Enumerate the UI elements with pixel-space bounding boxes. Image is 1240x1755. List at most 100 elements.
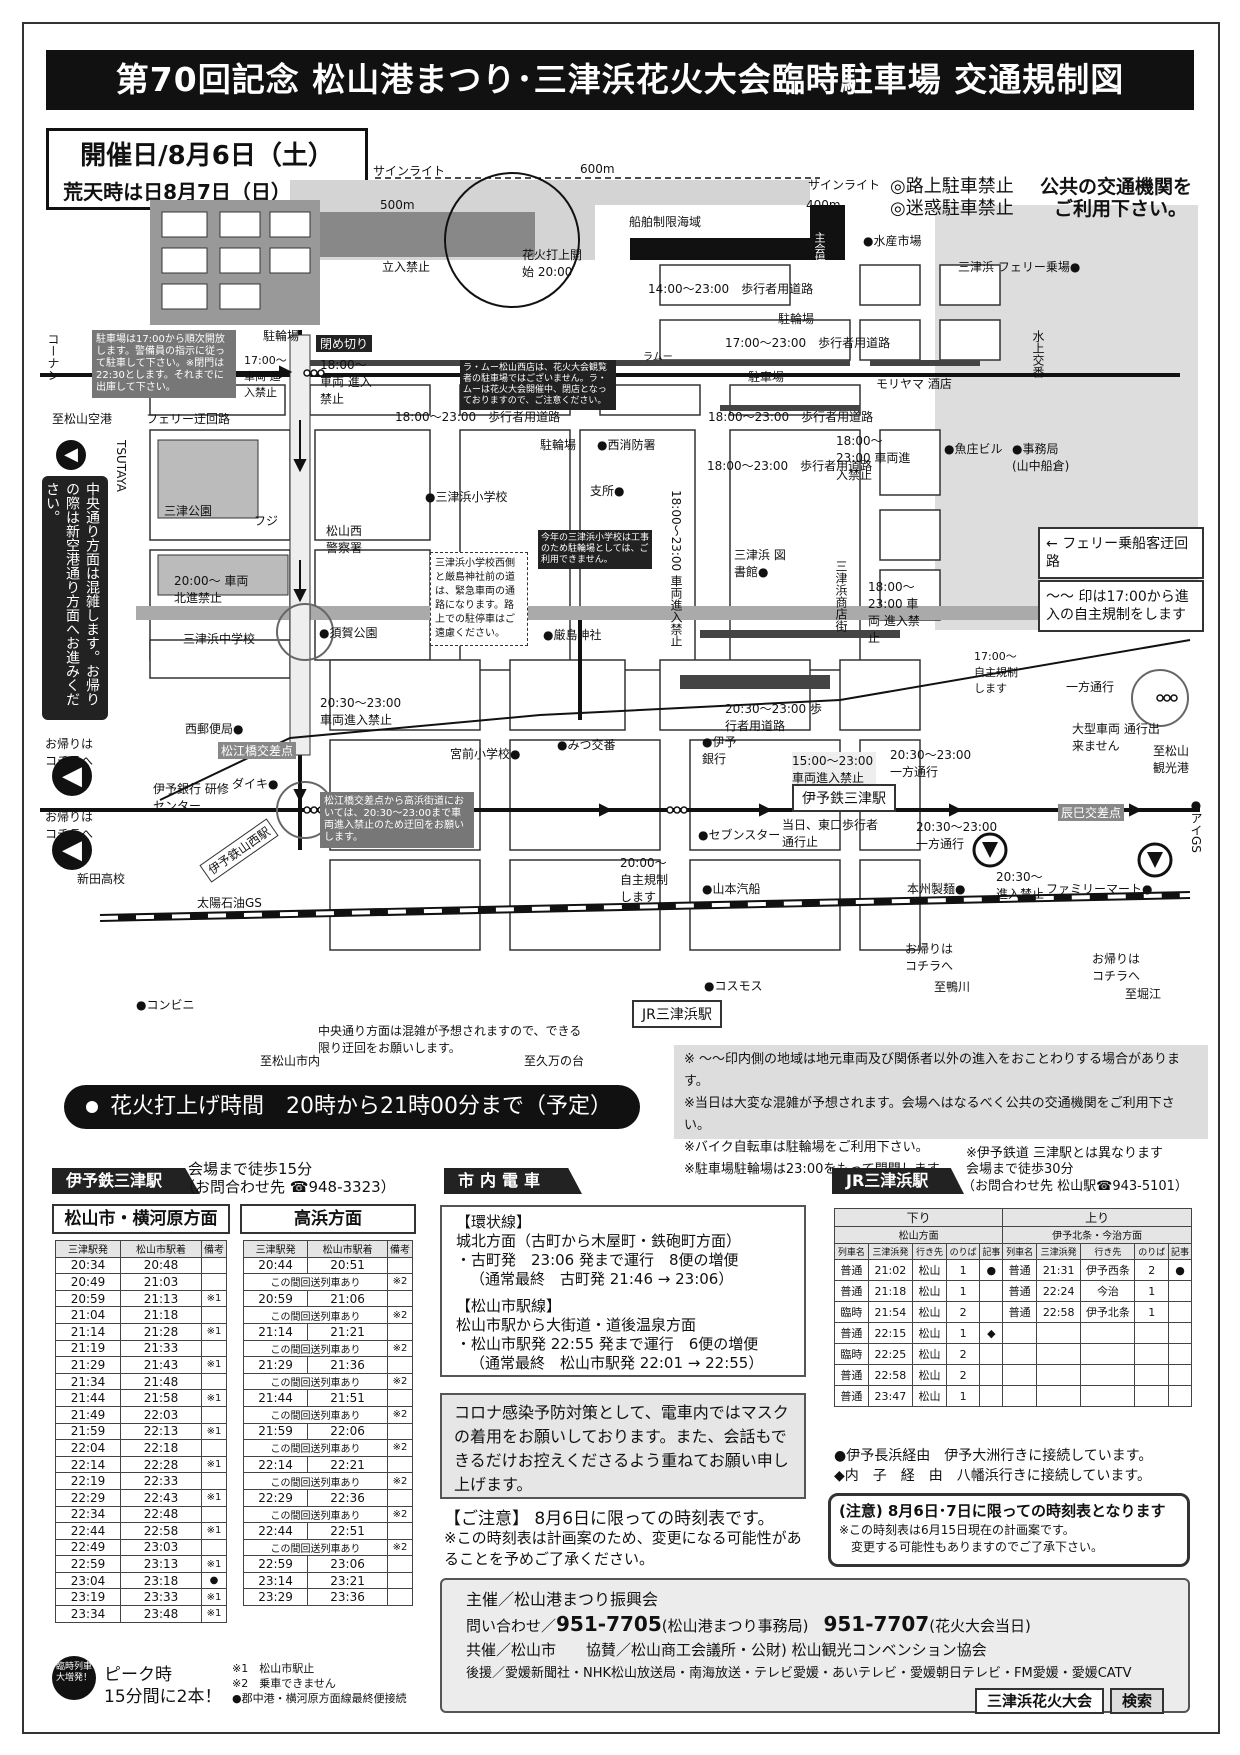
jr-note-1: ※伊予鉄道 三津駅とは異なります	[966, 1146, 1164, 1161]
table-cell	[201, 1339, 227, 1358]
jr-up: 上り	[1002, 1208, 1192, 1227]
sainlight-left: サインライト	[373, 164, 446, 178]
sainlight-right: サインライト	[808, 178, 881, 192]
table-cell	[1168, 1343, 1192, 1366]
col-header: 記事	[1168, 1242, 1192, 1261]
t2030c-label: 20:30〜23:00 一方通行	[890, 748, 972, 779]
table-cell: 22:44	[242, 1522, 309, 1540]
oneway-label: 一方通行	[1066, 680, 1115, 694]
t1800d-label: 18:00〜23:00 車両進入禁止	[669, 490, 683, 647]
col-header: 松山市駅着	[120, 1240, 202, 1258]
table-cell: 21:48	[120, 1372, 202, 1391]
iyotetsu-header: 伊予鉄三津駅	[52, 1168, 200, 1194]
peak-text-1: ピーク時	[104, 1665, 172, 1685]
table-cell: 1	[945, 1385, 981, 1408]
table-cell: ※2	[387, 1472, 413, 1490]
table-cell	[1168, 1322, 1192, 1345]
t2030d-label: 20:30〜23:00 一方通行	[916, 820, 998, 851]
family-mart: ファミリーマート●	[1046, 882, 1153, 896]
konan-label: コーナン	[46, 333, 60, 381]
search-button[interactable]: 検索	[1109, 1688, 1164, 1714]
table-cell: 23:48	[120, 1605, 202, 1623]
table-cell	[1080, 1364, 1136, 1387]
ferry-pier: 三津浜 フェリー乗場●	[958, 260, 1081, 274]
daiki-label: ダイキ●	[232, 777, 279, 791]
col-header: 行き先	[1080, 1242, 1136, 1261]
table-cell	[979, 1385, 1004, 1408]
ai-gs: ●アイGS	[1189, 798, 1203, 853]
search-keyword-box[interactable]: 三津浜花火大会	[974, 1688, 1104, 1714]
table-cell: 21:34	[54, 1372, 122, 1391]
table-cell: 2	[1134, 1259, 1170, 1282]
table-cell	[1134, 1364, 1170, 1387]
table-cell: 1	[945, 1259, 981, 1282]
table-cell: この間回送列車あり	[243, 1472, 388, 1490]
table-cell: 20:44	[242, 1256, 309, 1275]
table-cell	[979, 1301, 1004, 1324]
table-cell: 21:28	[120, 1322, 202, 1341]
t2030a-label: 20:30〜23:00 車両進入禁止	[320, 696, 402, 727]
table-cell: 21:02	[867, 1259, 914, 1282]
walk-road-3: 18:00〜23:00 歩行者用道路	[395, 410, 561, 424]
table-cell	[1168, 1280, 1192, 1303]
table-cell	[387, 1289, 413, 1308]
peak-badge: 臨時列車大増発！	[52, 1656, 96, 1700]
table-cell	[979, 1364, 1004, 1387]
table-cell: 23:21	[307, 1571, 388, 1590]
library-label: 三津浜 図書館●	[734, 548, 786, 579]
emergency-road-note: 三津浜小学校西側と厳島神社前の道は、緊急車両の通路になります。路上での駐停車はご…	[430, 552, 528, 646]
left-banner: 中央通り方面は混雑します。お帰りの際は新空港通り方面へお進みください。	[42, 476, 108, 720]
suisan-market: ●水産市場	[863, 234, 922, 248]
table-cell: 臨時	[834, 1343, 869, 1366]
distance-500m: 500m	[380, 198, 415, 212]
table-cell	[1035, 1385, 1082, 1408]
shopping-street: 三津浜商店街	[834, 560, 848, 632]
table-cell	[387, 1356, 413, 1374]
table-cell: 21:59	[242, 1422, 309, 1441]
table-cell: 23:04	[54, 1571, 122, 1590]
table-cell: 22:13	[120, 1422, 202, 1441]
walk-road-1: 14:00〜23:00 歩行者用道路	[648, 282, 814, 296]
table-cell	[1002, 1385, 1037, 1408]
table-cell: 22:24	[1035, 1280, 1082, 1303]
table-cell: 1	[945, 1280, 981, 1303]
table-cell: ●	[201, 1571, 227, 1590]
col-header: のりば	[945, 1242, 981, 1261]
table-cell	[201, 1273, 227, 1291]
jr-caution-box: (注意) 8月6日･7日に限っての時刻表となります ※この時刻表は6月15日現在…	[828, 1493, 1190, 1567]
col-header: のりば	[1134, 1242, 1170, 1261]
tsutaya-label: TSUTAYA	[114, 440, 128, 493]
table-cell: 23:36	[307, 1588, 388, 1607]
table-cell: 松山	[912, 1385, 947, 1408]
table-cell: ※1	[201, 1522, 227, 1540]
table-cell: 22:04	[54, 1439, 122, 1457]
table-cell	[1002, 1322, 1037, 1345]
t1500-label: 15:00〜23:00 車両進入禁止	[792, 752, 876, 786]
tel-1-note: (松山港まつり事務局)	[661, 1617, 809, 1635]
table-cell: 22:44	[54, 1522, 122, 1540]
return-this-way-3: お帰りは コチラへ	[905, 942, 954, 973]
sea-area-right	[935, 205, 1198, 630]
table-cell: 松山	[912, 1280, 947, 1303]
table-cell: 21:54	[867, 1301, 914, 1324]
suga-park-label: ●須賀公園	[319, 626, 378, 640]
table-cell: 23:06	[307, 1555, 388, 1573]
table-cell: 伊予北条	[1080, 1301, 1136, 1324]
table-cell	[1134, 1343, 1170, 1366]
table-cell: 23:34	[54, 1605, 122, 1623]
jr-inquiry: （お問合わせ先 松山駅☎943-5101）	[962, 1179, 1188, 1194]
table-cell: ※2	[387, 1538, 413, 1557]
t1800c-label: 18:00〜23:00 車両 進入禁止	[868, 580, 920, 645]
iyotetsu-walk: 会場まで徒歩15分	[188, 1160, 313, 1178]
table-cell: ※1	[201, 1289, 227, 1308]
to-kumanodai: 至久万の台	[524, 1054, 585, 1068]
